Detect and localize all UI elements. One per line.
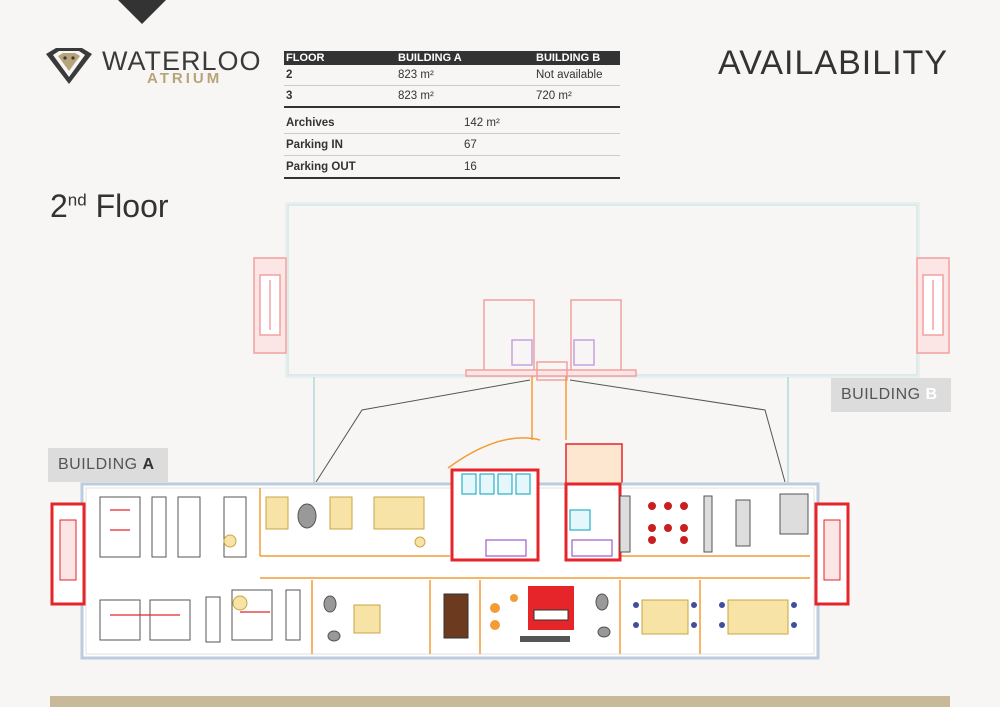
- cell-label: Parking OUT: [284, 155, 462, 179]
- building-a-stair-left: [50, 502, 86, 606]
- availability-table: FLOOR BUILDING A BUILDING B 2 823 m² Not…: [284, 51, 620, 108]
- red-room-bench: [520, 636, 570, 642]
- cell-value: 67: [462, 133, 620, 156]
- extras-table: Archives 142 m² Parking IN 67 Parking OU…: [284, 112, 620, 179]
- building-b-stair-right: [916, 257, 950, 354]
- cell-label: Parking IN: [284, 133, 462, 156]
- brand-name: WATERLOO: [102, 46, 262, 76]
- cell-value: 16: [462, 155, 620, 179]
- brand-logo: WATERLOO ATRIUM: [44, 46, 261, 90]
- building-a-tag: BUILDING A: [48, 448, 168, 482]
- corridor: [259, 488, 810, 654]
- orange-chairs: [490, 594, 518, 630]
- red-chairs: [648, 502, 688, 544]
- building-b-stair-left: [253, 257, 287, 354]
- cell-floor: 3: [284, 85, 396, 108]
- header-floor: FLOOR: [284, 51, 396, 65]
- desk-red-accents: [110, 509, 270, 616]
- red-room-table: [533, 609, 569, 621]
- link-columns: [313, 377, 789, 485]
- bridge: [447, 376, 623, 485]
- floor-heading: 2nd Floor: [50, 188, 169, 225]
- lion-emblem-icon: [46, 48, 92, 84]
- meeting-chairs-blue: [633, 602, 797, 628]
- top-notch-marker: [118, 0, 166, 24]
- building-b-core: [465, 299, 637, 381]
- core-toilets: [485, 539, 613, 557]
- meeting-table-brown: [443, 593, 469, 639]
- cell-floor: 2: [284, 65, 396, 86]
- round-tables: [223, 534, 426, 611]
- floor-word: Floor: [95, 188, 169, 224]
- footer-bar: [50, 696, 950, 707]
- building-b-prefix: BUILDING: [841, 386, 921, 403]
- floor-number: 2: [50, 188, 68, 224]
- cell-building-a: 823 m²: [396, 65, 534, 86]
- building-b-outline: [285, 202, 920, 378]
- building-b-tag: BUILDING B: [831, 378, 951, 412]
- building-a-letter: A: [142, 456, 155, 473]
- cell-value: 142 m²: [462, 112, 620, 134]
- cell-building-b: 720 m²: [534, 85, 620, 108]
- brand-subname: ATRIUM: [147, 70, 223, 87]
- header-building-b: BUILDING B: [534, 51, 620, 65]
- table-row: 3 823 m² 720 m²: [284, 85, 620, 108]
- floor-suffix: nd: [67, 190, 87, 210]
- cell-label: Archives: [284, 112, 462, 134]
- page-title: AVAILABILITY: [718, 44, 948, 82]
- cell-building-a: 823 m²: [396, 85, 534, 108]
- round-tables-grey: [297, 503, 611, 642]
- desk-clusters: [99, 496, 301, 643]
- building-b-letter: B: [925, 386, 938, 403]
- desk-yellow: [265, 496, 789, 635]
- table-row: 2 823 m² Not available: [284, 65, 620, 86]
- building-a-stair-right: [814, 502, 850, 606]
- cell-building-b: Not available: [534, 65, 620, 86]
- table-header-row: FLOOR BUILDING A BUILDING B: [284, 51, 620, 65]
- red-room: [528, 586, 574, 630]
- table-row: Parking OUT 16: [284, 155, 620, 179]
- building-a-core: [450, 468, 622, 562]
- header-building-a: BUILDING A: [396, 51, 534, 65]
- core-cubicles: [461, 473, 591, 531]
- table-row: Archives 142 m²: [284, 112, 620, 134]
- storage-units: [619, 493, 809, 553]
- table-row: Parking IN 67: [284, 133, 620, 156]
- building-a-prefix: BUILDING: [58, 456, 138, 473]
- connection-lines: [315, 379, 786, 483]
